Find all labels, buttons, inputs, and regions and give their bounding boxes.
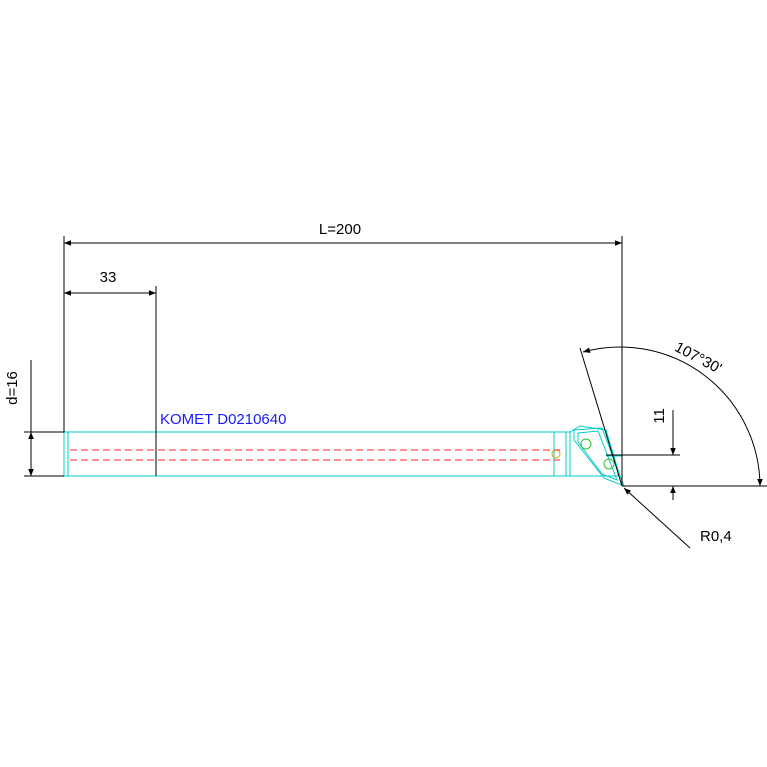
radius-label: R0,4	[700, 528, 732, 545]
height-label: 11	[651, 408, 668, 424]
insert-outline	[573, 427, 625, 487]
clamp-screw-icon	[551, 449, 561, 459]
length-label: L=200	[319, 221, 361, 238]
dimension-length: L=200	[63, 221, 623, 486]
dimension-radius: R0,4	[623, 487, 732, 549]
dimension-diameter: d=16	[4, 360, 64, 477]
clamp-length-label: 33	[100, 269, 117, 286]
radius-leader	[623, 487, 691, 549]
shank-outline	[63, 431, 571, 477]
tool-axis	[70, 449, 560, 461]
tool-label: KOMET D0210640	[160, 411, 286, 428]
angle-label: 107°30'	[672, 339, 725, 378]
angle-extension-edge	[579, 347, 623, 487]
tool-shank	[63, 431, 571, 477]
dimension-clamp-length: 33	[64, 269, 157, 476]
diameter-label: d=16	[4, 371, 21, 405]
angle-arc	[582, 346, 763, 487]
insert-screw-1-icon	[580, 438, 592, 450]
